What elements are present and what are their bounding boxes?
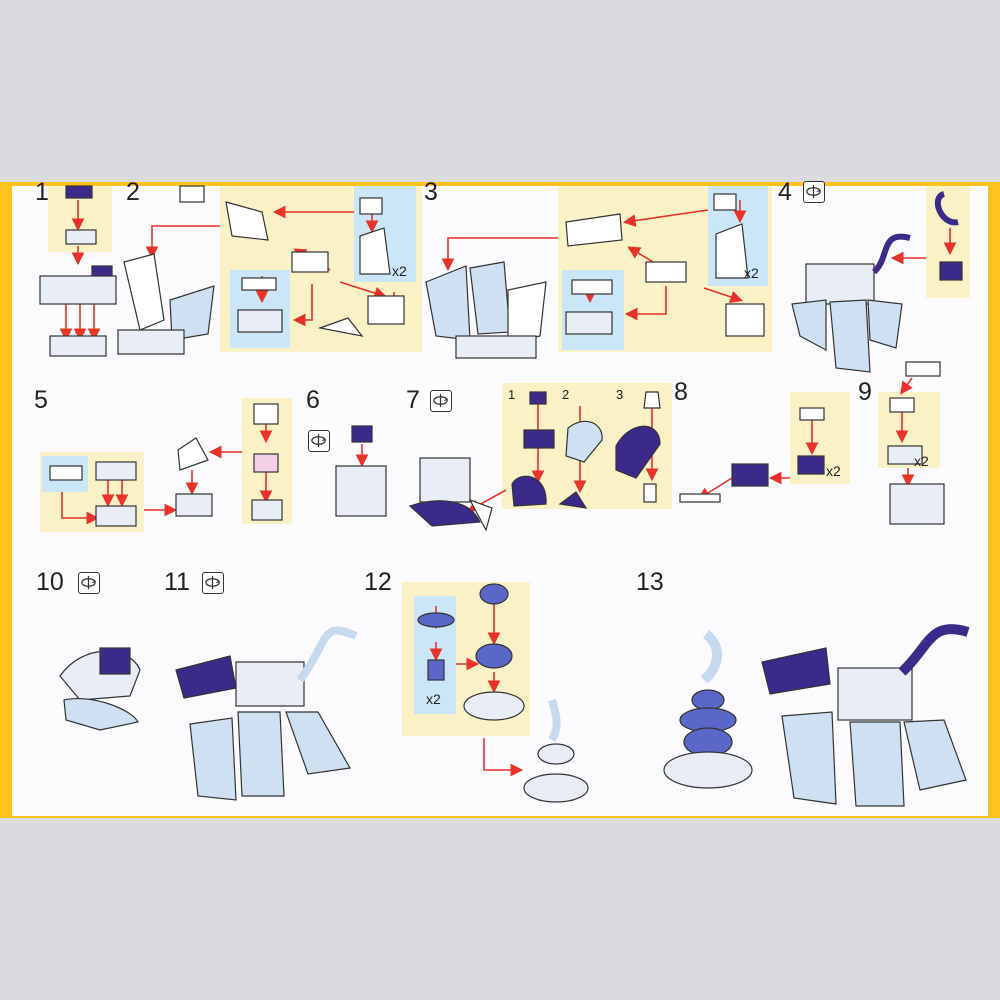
rotate-model-icon: [308, 430, 330, 452]
step-number-12: 12: [364, 568, 392, 596]
substep-number-1: 1: [508, 387, 516, 402]
substep-number-2: 2: [562, 387, 570, 402]
quantity-label: x2: [392, 263, 407, 279]
rotate-model-icon: [202, 572, 224, 594]
step-number-2: 2: [126, 178, 140, 206]
step-number-6: 6: [306, 386, 320, 414]
step-number-9: 9: [858, 378, 872, 406]
step-number-3: 3: [424, 178, 438, 206]
quantity-label: x2: [826, 463, 841, 479]
step-number-11: 11: [164, 568, 190, 596]
quantity-label: x2: [914, 453, 929, 469]
rotate-model-icon: [78, 572, 100, 594]
step-number-5: 5: [34, 386, 48, 414]
step-number-10: 10: [36, 568, 64, 596]
substep-number-3: 3: [616, 387, 624, 402]
rotate-model-icon: [430, 390, 452, 412]
step-number-1: 1: [35, 178, 49, 206]
step-number-13: 13: [636, 568, 664, 596]
rotate-model-icon: [803, 181, 825, 203]
step-number-7: 7: [406, 386, 420, 414]
quantity-label: x2: [744, 265, 759, 281]
step-number-4: 4: [778, 178, 792, 206]
step-number-8: 8: [674, 378, 688, 406]
quantity-label: x2: [426, 691, 441, 707]
